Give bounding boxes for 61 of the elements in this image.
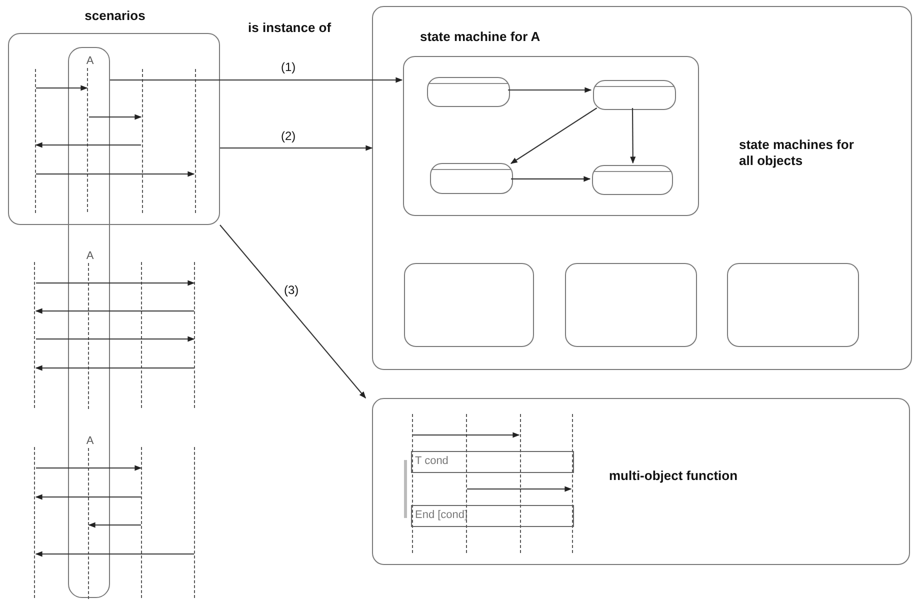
edge-label: (2) [280, 129, 297, 143]
message-arrow [413, 432, 520, 438]
arrow [510, 108, 598, 164]
empty-box [727, 263, 859, 347]
arrow [110, 77, 403, 83]
lifeline-label: A [85, 55, 95, 68]
lifeline [520, 414, 522, 553]
relation-label: is instance of [248, 20, 332, 35]
group-box [372, 6, 912, 370]
lifeline [87, 68, 89, 212]
lifeline [572, 414, 574, 553]
lifeline [194, 447, 196, 598]
lifeline [194, 262, 196, 408]
message-arrow [36, 85, 88, 91]
arrow [511, 176, 591, 182]
message-arrow [35, 142, 141, 148]
group-box [68, 47, 110, 598]
empty-box [565, 263, 697, 347]
lifeline [195, 69, 197, 213]
lifeline [412, 414, 414, 553]
empty-box [404, 263, 534, 347]
message-arrow [35, 494, 141, 500]
lifeline [35, 69, 37, 213]
group-title: state machine for A [420, 29, 542, 45]
group-title: state machines for all objects [739, 137, 855, 168]
message-arrow [89, 114, 142, 120]
lifeline [34, 447, 36, 598]
message-arrow [35, 308, 194, 314]
state-box [593, 80, 676, 110]
message-arrow [88, 522, 141, 528]
lifeline [88, 448, 90, 599]
message-arrow [35, 551, 194, 557]
group-box [372, 398, 910, 565]
message-arrow [35, 365, 194, 371]
lifeline-label: A [85, 435, 95, 448]
message-arrow [36, 280, 195, 286]
arrow [508, 87, 592, 93]
group-title: scenarios [84, 8, 146, 24]
edge-label: (1) [280, 60, 297, 74]
message-arrow [36, 171, 195, 177]
state-box [427, 77, 510, 107]
state-box [592, 165, 673, 195]
message-arrow [467, 486, 572, 492]
lifeline [141, 262, 143, 408]
group-title: multi-object function [609, 468, 739, 484]
lifeline-label: A [85, 250, 95, 264]
message-arrow [36, 465, 142, 471]
arrow [220, 145, 373, 151]
lifeline [34, 262, 36, 408]
fragment-box [411, 451, 574, 473]
state-box [430, 163, 513, 194]
lifeline [141, 447, 143, 598]
edge-label: (3) [283, 283, 300, 297]
arrow [630, 108, 636, 164]
lifeline [142, 69, 144, 213]
fragment-box [411, 505, 574, 527]
arrow [220, 224, 366, 399]
condition-label: T cond [415, 455, 450, 468]
message-arrow [36, 336, 195, 342]
lifeline [466, 414, 468, 553]
lifeline [88, 263, 90, 409]
